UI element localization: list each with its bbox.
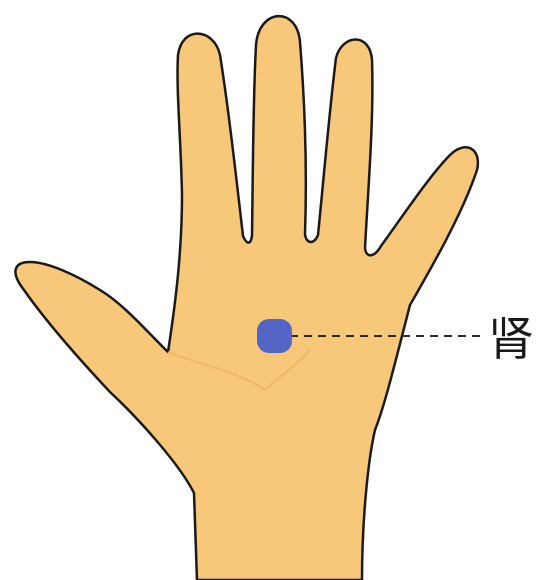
acupoint-label: 肾 <box>488 312 534 366</box>
hand-outline <box>15 16 477 580</box>
acupoint-marker <box>257 319 292 353</box>
hand <box>15 16 477 580</box>
